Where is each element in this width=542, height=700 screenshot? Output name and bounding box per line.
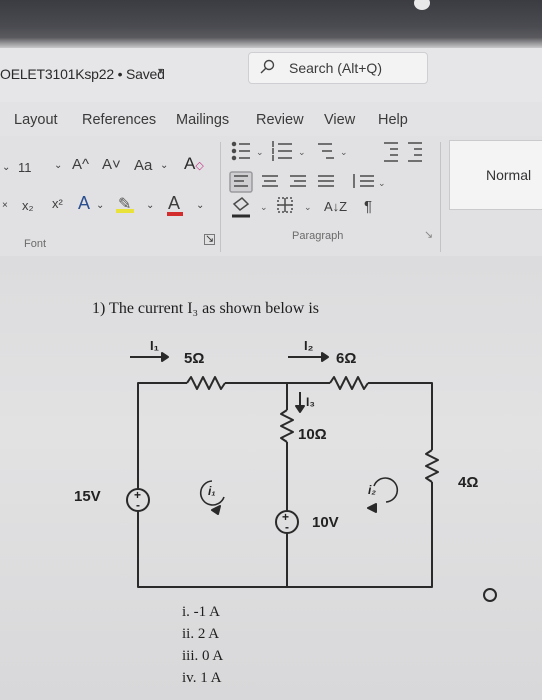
chevron-down-icon[interactable]: ▾ xyxy=(158,66,164,77)
font-size-dropdown-caret[interactable]: ⌄ xyxy=(2,162,11,173)
align-right-icon[interactable] xyxy=(290,175,306,187)
align-left-button xyxy=(229,171,253,193)
show-hide-button[interactable]: ¶ xyxy=(364,198,373,215)
label-i1: I₁ xyxy=(150,338,159,353)
tab-references[interactable]: References xyxy=(82,112,157,128)
style-normal[interactable]: Normal xyxy=(449,140,542,210)
search-placeholder: Search (Alt+Q) xyxy=(289,60,382,76)
tab-review[interactable]: Review xyxy=(256,112,304,128)
font-color-button[interactable]: A xyxy=(167,193,183,216)
tab-mailings[interactable]: Mailings xyxy=(176,112,230,128)
label-source-mid: 10V xyxy=(312,514,339,531)
option-iv: iv. 1 A xyxy=(182,670,222,686)
highlight-chevron-icon[interactable]: ⌄ xyxy=(146,200,155,211)
document-title[interactable]: OELET3101Ksp22 • Saved xyxy=(0,66,165,82)
font-group-label: Font xyxy=(24,238,47,250)
font-size-chevron-icon[interactable]: ⌄ xyxy=(54,160,63,171)
change-case-chevron-icon[interactable]: ⌄ xyxy=(160,160,169,171)
font-dialog-launcher-icon[interactable]: ↘ xyxy=(204,233,215,245)
text-effects-chevron-icon[interactable]: ⌄ xyxy=(96,200,105,211)
align-left-icon[interactable] xyxy=(234,175,248,187)
borders-chevron-icon: ⌄ xyxy=(304,202,312,212)
style-normal-label: Normal xyxy=(486,167,532,183)
label-source-left: 15V xyxy=(74,488,101,505)
font-size-value[interactable]: 11 xyxy=(18,160,32,175)
label-i2: I₂ xyxy=(304,338,314,353)
shrink-font-button[interactable]: A˅ xyxy=(102,156,121,173)
justify-icon[interactable] xyxy=(318,175,334,187)
increase-indent-icon[interactable] xyxy=(408,142,422,162)
label-mesh-i2: i₂ xyxy=(368,483,376,497)
option-iii: iii. 0 A xyxy=(182,648,224,664)
line-spacing-chevron-icon: ⌄ xyxy=(378,178,386,188)
superscript-button[interactable]: x² xyxy=(52,196,63,211)
desktop-top-bar xyxy=(0,0,542,48)
tab-view[interactable]: View xyxy=(324,112,356,128)
sort-button[interactable]: A↓Z xyxy=(324,199,348,214)
label-r4: 4Ω xyxy=(458,474,479,491)
multilevel-chevron-icon: ⌄ xyxy=(340,147,348,157)
line-spacing-icon[interactable] xyxy=(353,174,374,188)
device-knob xyxy=(414,0,430,10)
option-ii: ii. 2 A xyxy=(182,626,220,642)
shading-icon[interactable] xyxy=(232,197,250,218)
label-r2: 6Ω xyxy=(336,350,357,367)
multilevel-list-icon[interactable] xyxy=(318,143,334,159)
borders-icon[interactable] xyxy=(277,197,293,213)
highlight-icon[interactable]: ✎ xyxy=(116,194,134,214)
bullets-chevron-icon: ⌄ xyxy=(256,147,264,157)
search-box[interactable]: Search (Alt+Q) xyxy=(248,52,428,84)
source-mid-plus: + xyxy=(282,510,290,524)
text-effects-button[interactable]: A xyxy=(78,193,91,213)
decrease-indent-icon[interactable] xyxy=(384,142,398,162)
subscript-button[interactable]: x₂ xyxy=(22,198,34,213)
bullets-icon[interactable] xyxy=(231,141,251,161)
ribbon-tabs: Layout References Mailings Review View H… xyxy=(0,102,542,136)
document-page[interactable] xyxy=(0,256,542,700)
font-color-letter: A xyxy=(168,193,181,213)
label-r3: 10Ω xyxy=(298,426,327,443)
option-i: i. -1 A xyxy=(182,604,220,620)
question-text: 1) The current I₃ as shown below is xyxy=(92,300,320,317)
ribbon-separator xyxy=(220,142,221,252)
grow-font-button[interactable]: A^ xyxy=(72,156,90,173)
source-left-plus: + xyxy=(134,488,142,502)
search-icon xyxy=(260,59,275,74)
numbering-icon[interactable] xyxy=(272,141,292,161)
ribbon-separator xyxy=(440,142,441,252)
paragraph-dialog-launcher-icon[interactable]: ↘ xyxy=(424,229,434,241)
font-color-chevron-icon[interactable]: ⌄ xyxy=(196,200,205,211)
paragraph-group-label: Paragraph xyxy=(292,230,344,242)
label-i3: I₃ xyxy=(306,395,315,409)
shading-chevron-icon: ⌄ xyxy=(260,202,268,212)
strikethrough-caret[interactable]: × xyxy=(2,200,8,211)
align-center-icon[interactable] xyxy=(262,175,278,187)
label-r1: 5Ω xyxy=(184,350,205,367)
clear-formatting-icon[interactable]: A◇ xyxy=(184,154,204,173)
label-mesh-i1: i₁ xyxy=(208,484,216,498)
numbering-chevron-icon: ⌄ xyxy=(298,147,306,157)
tab-layout[interactable]: Layout xyxy=(14,112,58,128)
change-case-button[interactable]: Aa xyxy=(134,157,153,174)
tab-help[interactable]: Help xyxy=(378,112,408,128)
source-left-minus: - xyxy=(136,498,140,512)
source-mid-minus: - xyxy=(285,520,289,534)
